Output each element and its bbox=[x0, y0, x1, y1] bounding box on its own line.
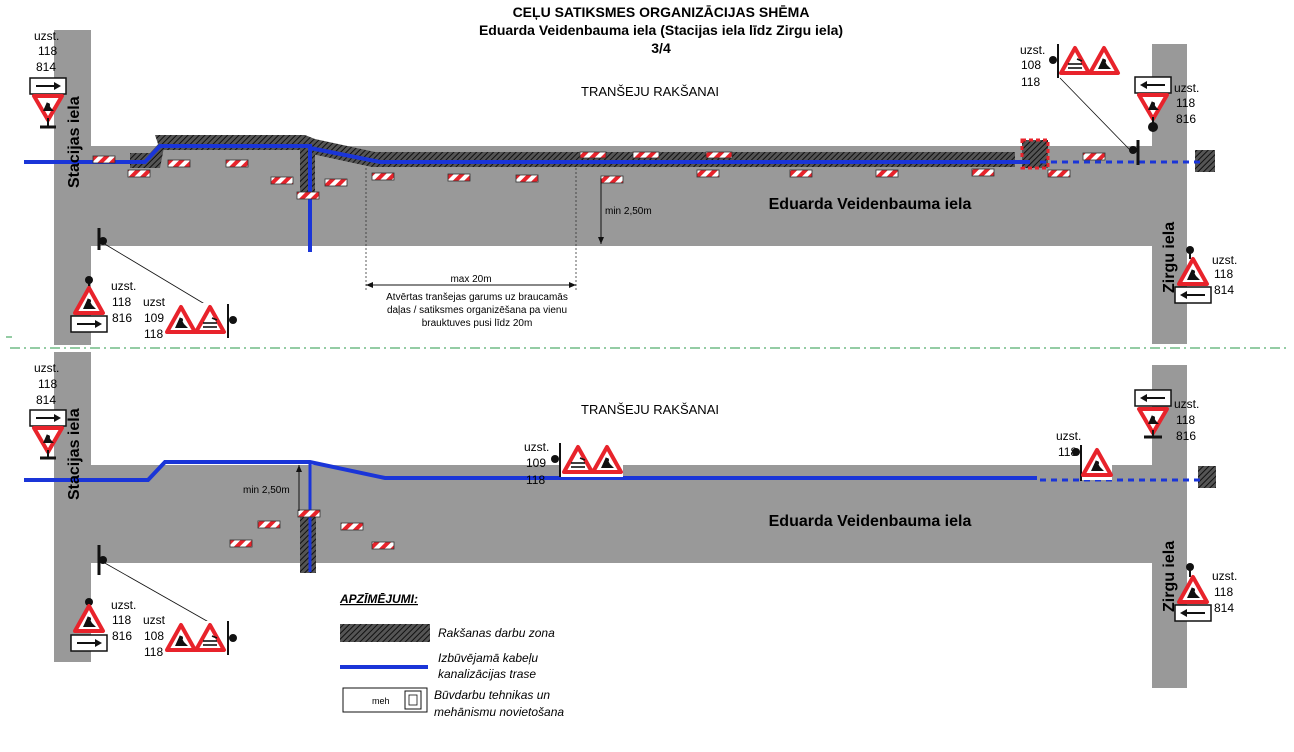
legend: APZĪMĒJUMI: Rakšanas darbu zona Izbūvēja… bbox=[339, 592, 564, 719]
svg-text:118: 118 bbox=[526, 473, 545, 487]
top-sw-sign-group: uzst. 118 816 uzst. 109 118 bbox=[70, 228, 237, 341]
svg-text:814: 814 bbox=[36, 60, 56, 74]
legend-hatch-swatch bbox=[340, 624, 430, 642]
svg-text:118: 118 bbox=[38, 44, 57, 58]
legend-item2-line2: kanalizācijas trase bbox=[438, 667, 536, 681]
svg-text:118: 118 bbox=[112, 613, 131, 627]
svg-text:108: 108 bbox=[1021, 58, 1041, 72]
top-note-line2: daļas / satiksmes organizēšana pa vienu bbox=[387, 305, 567, 316]
bottom-label: TRANŠEJU RAKŠANAI bbox=[581, 402, 719, 417]
top-nw-sign-group: uzst. 118 814 bbox=[29, 29, 67, 129]
bottom-nw-sign-group: uzst. 118 814 bbox=[29, 361, 67, 460]
bottom-left-street-name: Stacijas iela bbox=[66, 408, 83, 500]
bottom-ne-sign-group: uzst. 118 bbox=[1056, 429, 1113, 481]
svg-text:816: 816 bbox=[112, 629, 132, 643]
bottom-min-label: min 2,50m bbox=[243, 485, 290, 496]
bottom-ne2-sign-group: uzst. 118 816 bbox=[1134, 389, 1199, 443]
bottom-sw-sign-group: uzst. 118 816 uzst. 108 118 bbox=[70, 545, 237, 659]
bottom-right-street-name: Zirgu iela bbox=[1161, 541, 1178, 612]
svg-text:814: 814 bbox=[1214, 601, 1234, 615]
svg-text:118: 118 bbox=[38, 377, 57, 391]
svg-text:816: 816 bbox=[1176, 112, 1196, 126]
legend-meh: meh bbox=[372, 696, 390, 706]
svg-text:816: 816 bbox=[112, 311, 132, 325]
svg-text:108: 108 bbox=[144, 629, 164, 643]
svg-text:uzst.: uzst. bbox=[143, 613, 168, 627]
top-ne-sign-group: uzst. 108 118 bbox=[1020, 43, 1131, 151]
bottom-scheme: TRANŠEJU RAKŠANAI min 2,50m Eduarda Veid… bbox=[24, 352, 1237, 688]
svg-text:814: 814 bbox=[1214, 283, 1234, 297]
svg-text:109: 109 bbox=[526, 456, 546, 470]
scheme-title: CEĻU SATIKSMES ORGANIZĀCIJAS SHĒMA bbox=[513, 4, 810, 20]
top-min-label: min 2,50m bbox=[605, 206, 652, 217]
legend-title: APZĪMĒJUMI: bbox=[339, 592, 418, 606]
top-se-sign-group: uzst. 118 814 bbox=[1174, 246, 1237, 304]
legend-item3-line1: Būvdarbu tehnikas un bbox=[434, 688, 550, 702]
top-note-line1: Atvērtas tranšejas garums uz braucamās bbox=[386, 292, 568, 303]
top-note-line3: brauktuves pusi līdz 20m bbox=[422, 318, 533, 329]
legend-item1: Rakšanas darbu zona bbox=[438, 626, 555, 640]
svg-text:uzst.: uzst. bbox=[1174, 81, 1199, 95]
svg-text:uzst.: uzst. bbox=[1212, 569, 1237, 583]
scheme-page: 3/4 bbox=[651, 40, 671, 56]
svg-text:118: 118 bbox=[1214, 267, 1233, 281]
svg-text:uzst.: uzst. bbox=[34, 29, 59, 43]
svg-text:uzst.: uzst. bbox=[34, 361, 59, 375]
svg-text:uzst.: uzst. bbox=[111, 598, 136, 612]
legend-item2-line1: Izbūvējamā kabeļu bbox=[438, 651, 538, 665]
top-label: TRANŠEJU RAKŠANAI bbox=[581, 84, 719, 99]
top-ne2-sign-group: uzst. 118 816 bbox=[1129, 76, 1199, 165]
svg-text:118: 118 bbox=[1176, 96, 1195, 110]
svg-text:118: 118 bbox=[1176, 413, 1195, 427]
svg-text:814: 814 bbox=[36, 393, 56, 407]
legend-item3-line2: mehānismu novietošana bbox=[434, 705, 564, 719]
svg-text:uzst.: uzst. bbox=[1056, 429, 1081, 443]
svg-text:uzst.: uzst. bbox=[1174, 397, 1199, 411]
svg-text:816: 816 bbox=[1176, 429, 1196, 443]
bottom-main-street-name: Eduarda Veidenbauma iela bbox=[769, 513, 972, 530]
svg-text:118: 118 bbox=[1058, 445, 1077, 459]
svg-text:118: 118 bbox=[1214, 585, 1233, 599]
top-main-street-name: Eduarda Veidenbauma iela bbox=[769, 196, 972, 213]
svg-text:uzst.: uzst. bbox=[1212, 253, 1237, 267]
svg-text:118: 118 bbox=[1021, 75, 1040, 89]
bottom-cable-route bbox=[24, 460, 1037, 482]
bottom-barriers bbox=[229, 509, 395, 550]
svg-text:uzst.: uzst. bbox=[143, 295, 168, 309]
top-barriers bbox=[92, 151, 1106, 200]
svg-text:118: 118 bbox=[144, 645, 163, 659]
bottom-se-sign-group: uzst. 118 814 bbox=[1174, 563, 1237, 622]
svg-text:118: 118 bbox=[112, 295, 131, 309]
scheme-subtitle: Eduarda Veidenbauma iela (Stacijas iela … bbox=[479, 22, 843, 38]
svg-text:uzst.: uzst. bbox=[1020, 43, 1045, 57]
svg-text:109: 109 bbox=[144, 311, 164, 325]
svg-text:uzst.: uzst. bbox=[111, 279, 136, 293]
svg-text:uzst.: uzst. bbox=[524, 440, 549, 454]
bottom-mid-sign-group: uzst. 109 118 bbox=[524, 440, 623, 487]
top-right-street-name: Zirgu iela bbox=[1161, 222, 1178, 293]
top-scheme: TRANŠEJU RAKŠANAI bbox=[24, 29, 1237, 345]
top-max-label: max 20m bbox=[450, 274, 491, 285]
top-left-street-name: Stacijas iela bbox=[66, 96, 83, 188]
svg-text:118: 118 bbox=[144, 327, 163, 341]
